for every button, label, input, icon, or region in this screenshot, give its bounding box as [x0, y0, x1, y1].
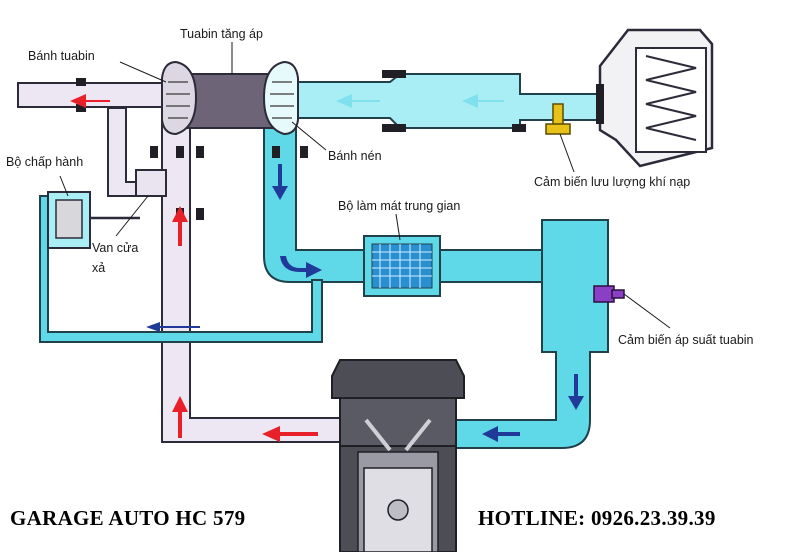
actuator-pressure-line	[39, 195, 323, 343]
turbine-wheel	[161, 60, 198, 136]
label-actuator: Bộ chấp hành	[6, 155, 83, 169]
label-wastegate-line1: Van cửa	[92, 241, 138, 255]
compressor-outlet-pipe	[263, 127, 366, 283]
turbo-shaft-housing	[187, 73, 273, 129]
manifold-down-arrow	[568, 374, 584, 410]
intercooler-outlet-pipe	[437, 249, 545, 283]
exhaust-left-arrow	[262, 426, 318, 442]
leader-lines	[59, 42, 671, 329]
intake-path	[39, 73, 609, 449]
turbocharger	[161, 60, 299, 136]
intercooler	[363, 235, 441, 297]
flow-arrows	[70, 94, 584, 442]
intake-arrow-2	[462, 94, 504, 108]
airflow-sensor	[545, 103, 571, 135]
exhaust-out-arrow	[70, 94, 110, 108]
cylinder-head-cover	[331, 359, 465, 399]
intake-valve	[404, 418, 432, 452]
actuator	[47, 191, 140, 249]
engine-cylinder	[331, 359, 465, 552]
exhaust-valve	[364, 418, 392, 452]
garage-name: GARAGE AUTO HC 579	[10, 506, 246, 530]
label-turbocharger: Tuabin tăng áp	[180, 27, 263, 41]
compressed-air-down-arrow	[272, 164, 288, 200]
air-filter-element	[635, 47, 707, 153]
label-compressor-wheel: Bánh nén	[328, 149, 382, 163]
exhaust-outlet-pipe	[17, 82, 171, 108]
label-intercooler: Bộ làm mát trung gian	[338, 199, 460, 213]
label-wastegate-line2: xả	[92, 261, 105, 275]
manifold-left-arrow	[482, 426, 520, 442]
label-airflow-sensor: Cảm biến lưu lượng khí nạp	[534, 175, 690, 189]
intake-manifold	[419, 219, 609, 449]
wastegate-valve	[135, 169, 167, 197]
exhaust-up-arrow	[172, 206, 188, 246]
air-filter	[598, 28, 714, 168]
hotline-number: HOTLINE: 0926.23.39.39	[478, 506, 716, 530]
actuator-line-arrow	[146, 322, 200, 332]
exhaust-up-arrow-lower	[172, 396, 188, 438]
boost-pressure-sensor	[593, 285, 625, 303]
label-boost-sensor: Cảm biến áp suất tuabin	[618, 333, 754, 347]
compressed-air-turn-arrow	[280, 256, 322, 278]
cylinder-head	[339, 397, 457, 447]
label-turbine-wheel: Bánh tuabin	[28, 49, 95, 63]
compressor-wheel	[262, 60, 299, 136]
intake-arrow-1	[336, 94, 380, 108]
